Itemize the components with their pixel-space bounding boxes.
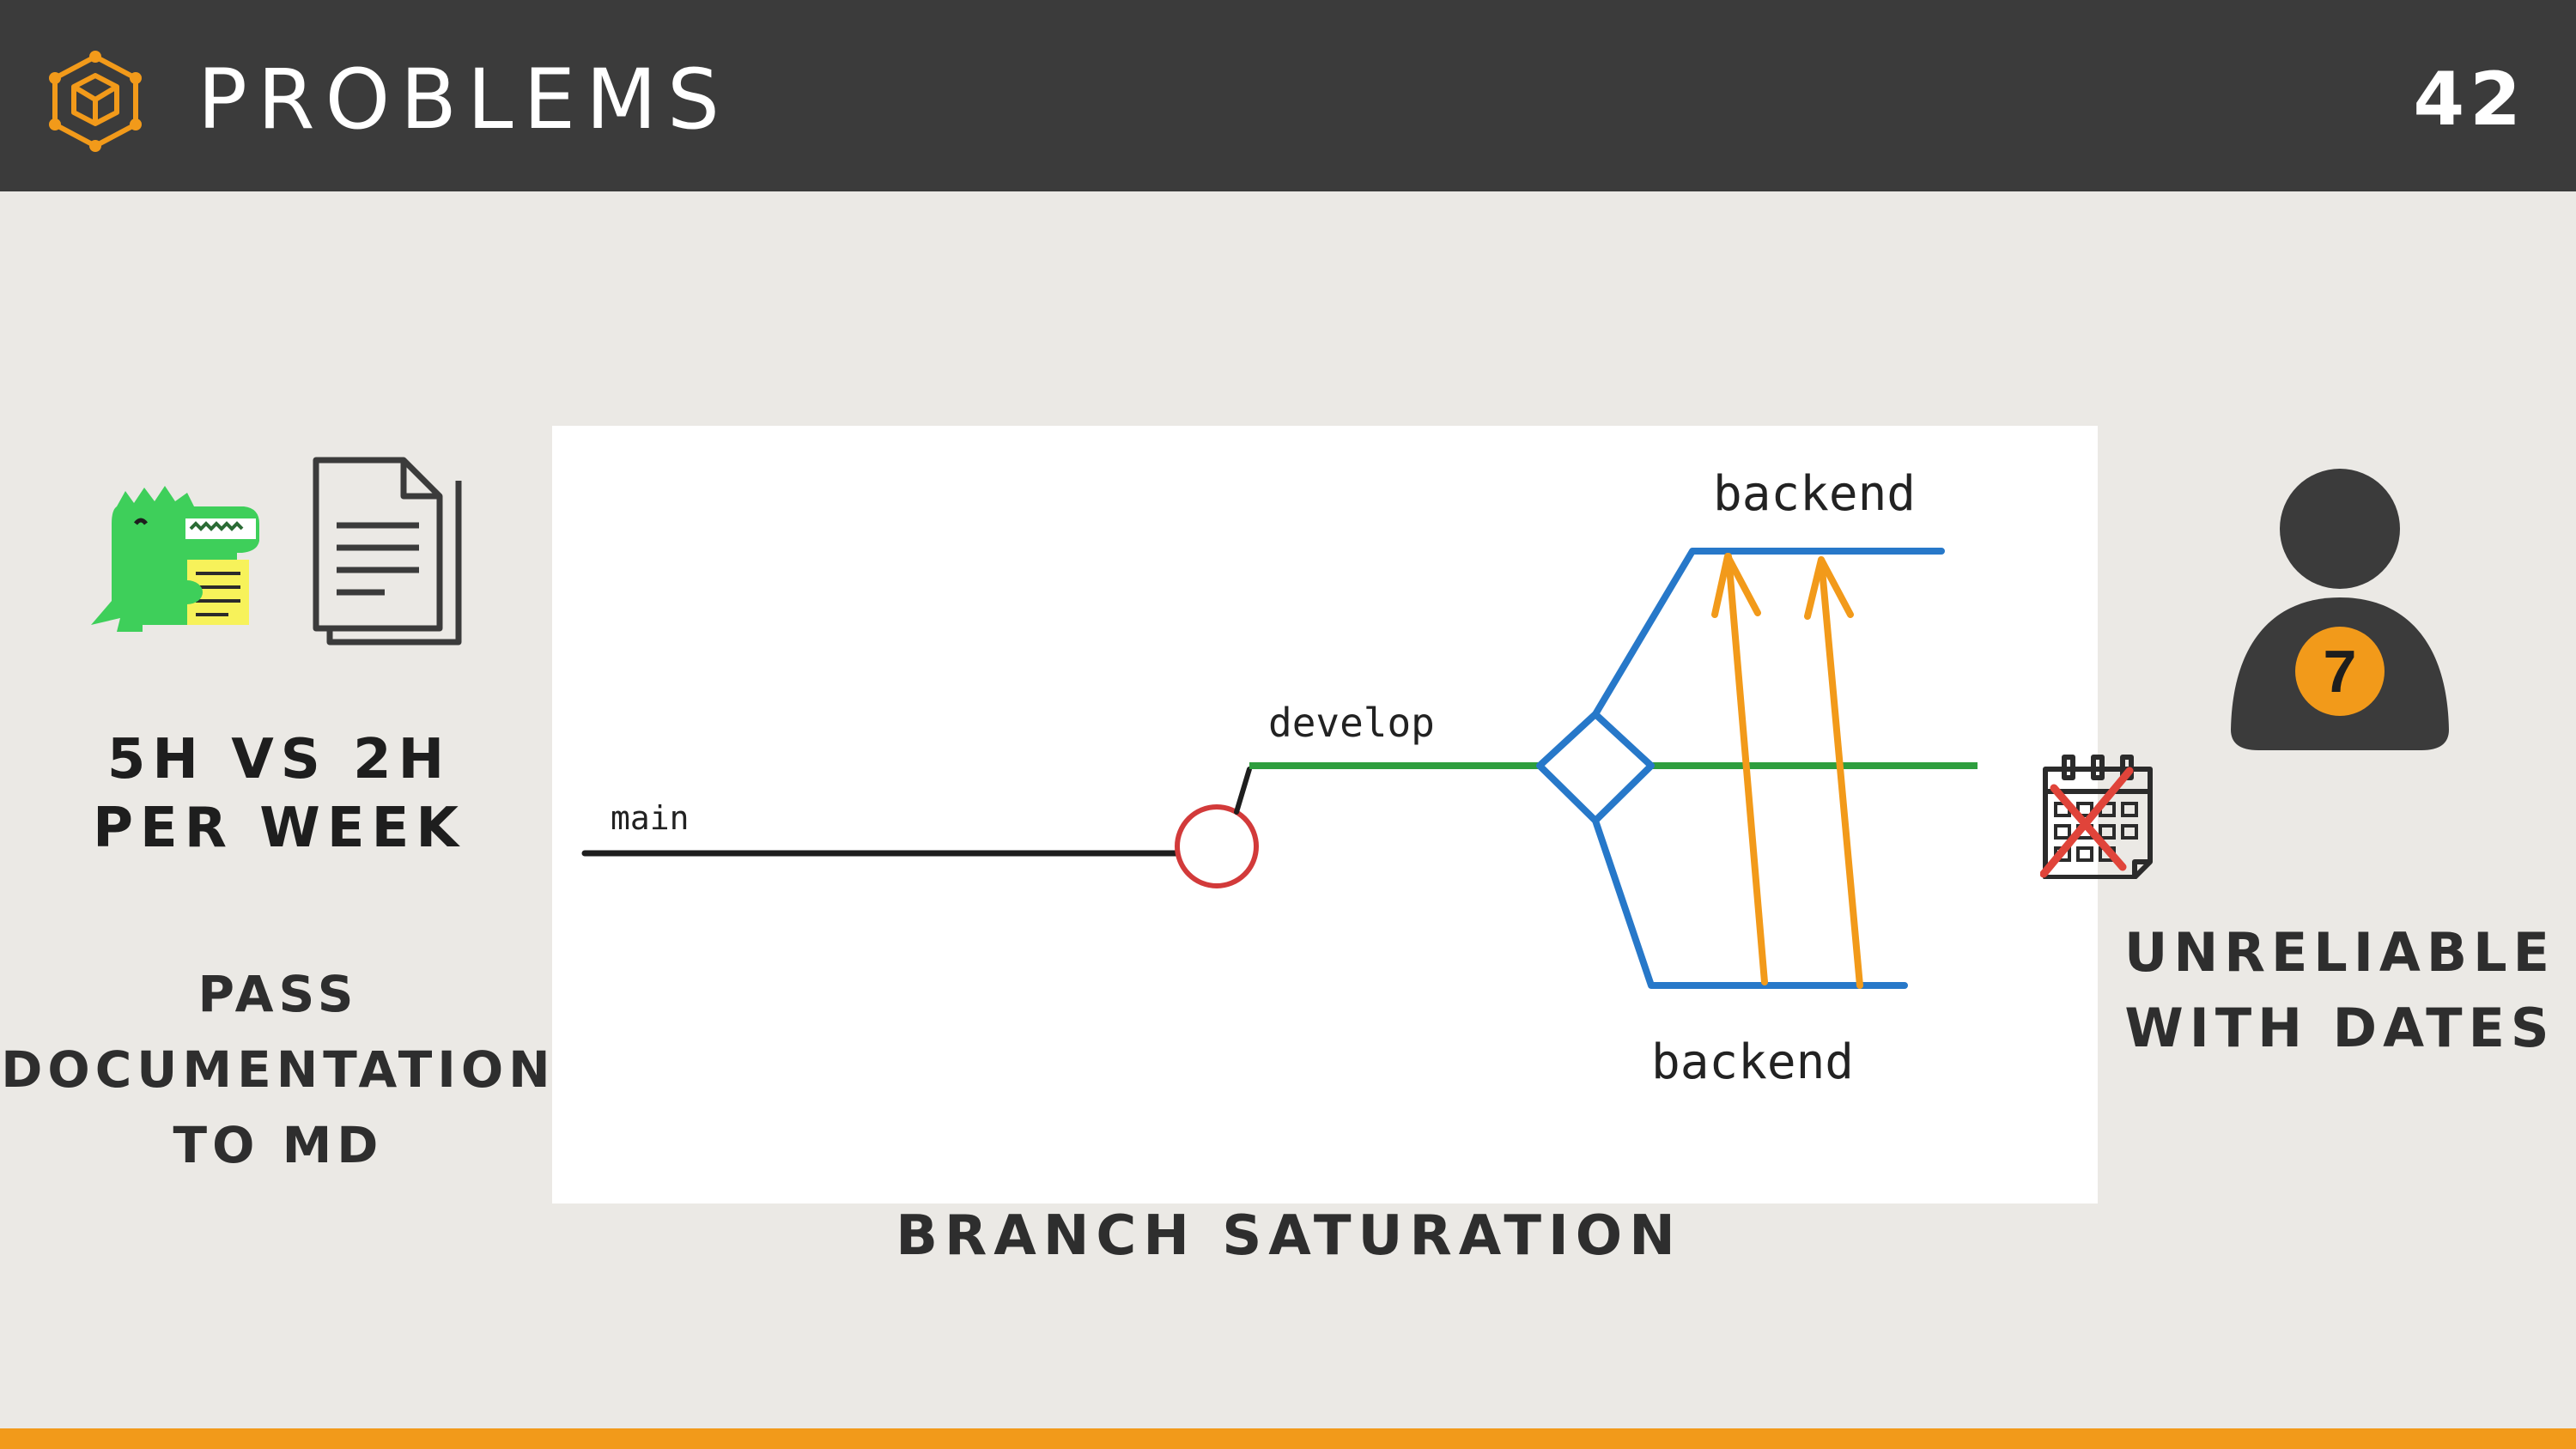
branch-diagram: main develop backend backend xyxy=(552,426,2098,1203)
footer-accent-bar xyxy=(0,1428,2576,1449)
caption-line-1: PASS xyxy=(197,965,359,1023)
caption-line-3: TO MD xyxy=(173,1116,384,1174)
person-icon: 7 xyxy=(2224,464,2456,755)
caption-line-2: DOCUMENTATION xyxy=(1,1040,556,1099)
crossed-calendar-icon xyxy=(2040,755,2153,879)
dinosaur-mascot-icon xyxy=(91,486,259,632)
merge-arrow-1 xyxy=(1725,553,1768,985)
merge-commit-circle xyxy=(1175,804,1259,888)
branch-diagram-svg: main develop backend backend xyxy=(581,466,1978,1090)
time-comparison-stat: 5H VS 2H PER WEEK xyxy=(52,725,507,863)
document-icon xyxy=(313,457,462,646)
header-bar: PROBLEMS 42 xyxy=(0,0,2576,191)
right-caption-line-2: WITH DATES xyxy=(2124,997,2555,1059)
cube-logo-icon xyxy=(49,51,142,152)
badge-number: 7 xyxy=(2324,638,2357,705)
merge-arrowhead-1 xyxy=(1711,553,1761,618)
label-develop: develop xyxy=(1268,700,1435,746)
develop-connector-line xyxy=(1234,767,1252,815)
merge-arrow-2 xyxy=(1818,556,1863,989)
backend-branch-bottom xyxy=(1592,817,1908,989)
branch-saturation-caption: BRANCH SATURATION xyxy=(896,1204,1682,1268)
page-number: 42 xyxy=(2413,57,2526,142)
stat-line-2: PER WEEK xyxy=(93,797,465,860)
right-caption-line-1: UNRELIABLE xyxy=(2123,921,2555,984)
label-backend-top: backend xyxy=(1713,466,1916,522)
unreliable-dates-caption: UNRELIABLE WITH DATES xyxy=(2104,915,2576,1066)
merge-arrowhead-2 xyxy=(1804,556,1854,620)
backend-branch-top xyxy=(1592,548,1945,718)
diamond-node xyxy=(1536,711,1655,824)
stat-line-1: 5H VS 2H xyxy=(106,728,452,791)
documentation-caption: PASS DOCUMENTATION TO MD xyxy=(0,956,556,1183)
page-title: PROBLEMS xyxy=(197,52,730,148)
person-silhouette: 7 xyxy=(2231,469,2449,750)
label-backend-bottom: backend xyxy=(1651,1034,1854,1090)
label-main: main xyxy=(611,799,690,837)
